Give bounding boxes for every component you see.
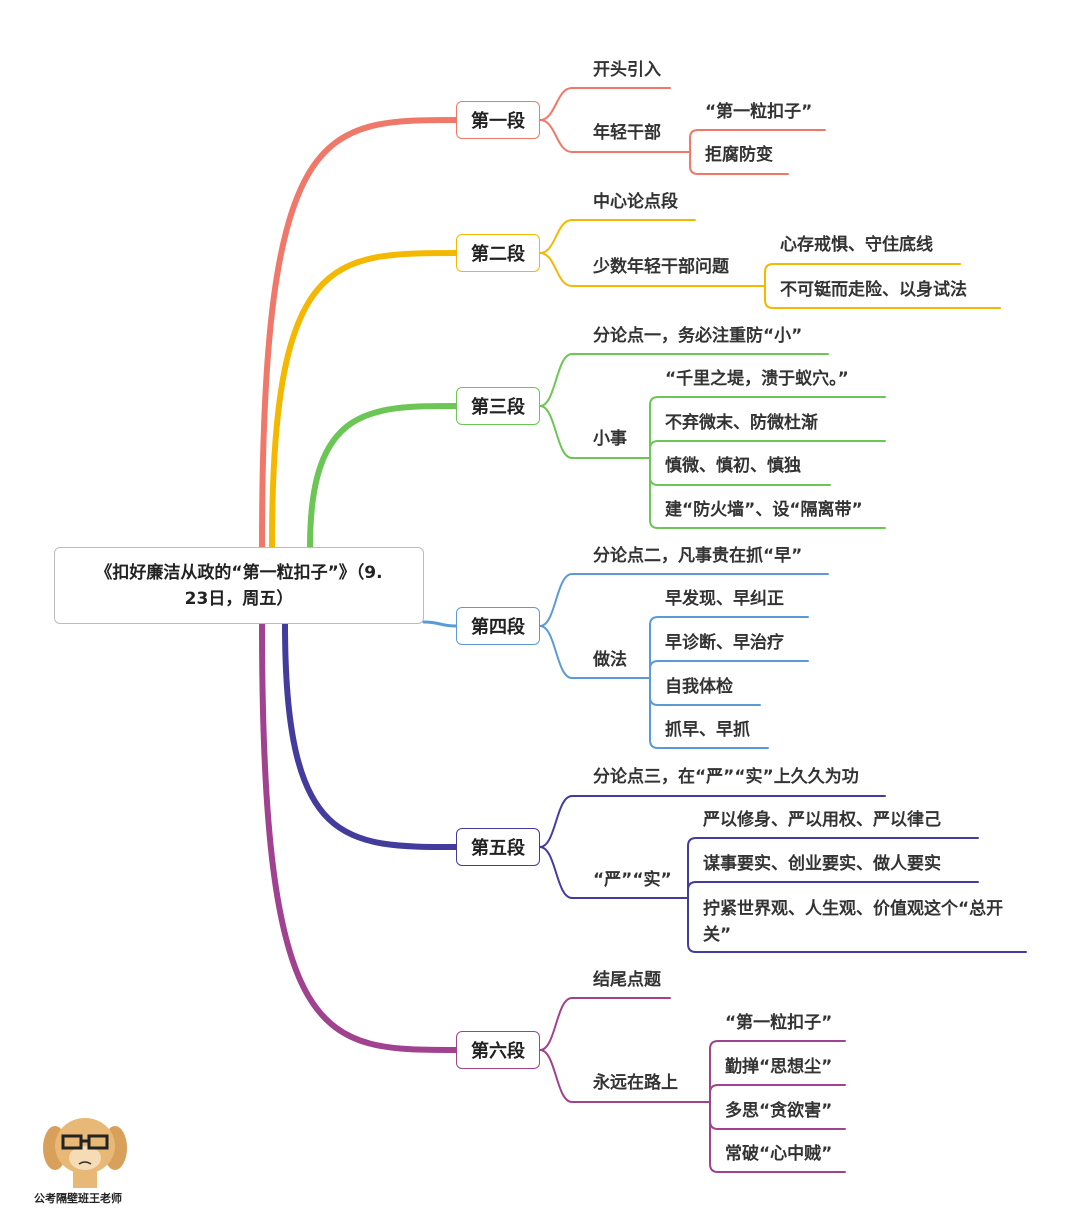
leaf-node[interactable]: 拒腐防变 bbox=[705, 145, 773, 165]
leaf-node[interactable]: 谋事要实、创业要实、做人要实 bbox=[703, 854, 941, 874]
branch-connector bbox=[269, 250, 459, 550]
subtopic-node[interactable]: 分论点二，凡事贵在抓“早” bbox=[593, 546, 803, 566]
subtopic-node[interactable]: 做法 bbox=[593, 650, 627, 670]
leaf-connector bbox=[649, 440, 886, 459]
subtopic-connector bbox=[539, 252, 766, 287]
leaf-connector bbox=[649, 457, 886, 529]
subtopic-node[interactable]: 分论点三，在“严”“实”上久久为功 bbox=[593, 767, 859, 787]
subtopic-connector bbox=[539, 573, 829, 627]
section-node-2[interactable]: 第二段 bbox=[456, 234, 540, 272]
leaf-node[interactable]: 早诊断、早治疗 bbox=[665, 633, 784, 653]
leaf-node[interactable]: 不可铤而走险、以身试法 bbox=[780, 280, 967, 300]
leaf-connector bbox=[764, 285, 1001, 309]
subtopic-node[interactable]: 小事 bbox=[593, 429, 627, 449]
leaf-node[interactable]: 心存戒惧、守住底线 bbox=[780, 235, 933, 255]
leaf-node[interactable]: 勤掸“思想尘” bbox=[725, 1057, 833, 1077]
subtopic-node[interactable]: “严”“实” bbox=[593, 870, 672, 890]
subtopic-node[interactable]: 中心论点段 bbox=[593, 192, 678, 212]
leaf-node[interactable]: 早发现、早纠正 bbox=[665, 589, 784, 609]
leaf-connector bbox=[687, 837, 979, 899]
watermark-text: 公考隔壁班王老师 bbox=[34, 1192, 122, 1205]
subtopic-connector bbox=[539, 87, 671, 121]
leaf-connector bbox=[764, 263, 961, 287]
leaf-connector bbox=[687, 897, 1027, 953]
leaf-node[interactable]: 不弃微末、防微杜渐 bbox=[665, 413, 818, 433]
section-node-5[interactable]: 第五段 bbox=[456, 828, 540, 866]
leaf-node[interactable]: 严以修身、严以用权、严以律己 bbox=[703, 810, 941, 830]
subtopic-connector bbox=[539, 405, 651, 459]
section-node-6[interactable]: 第六段 bbox=[456, 1031, 540, 1069]
leaf-node[interactable]: 建“防火墙”、设“隔离带” bbox=[665, 500, 863, 520]
subtopic-node[interactable]: 永远在路上 bbox=[593, 1073, 678, 1093]
subtopic-connector bbox=[539, 1049, 711, 1103]
leaf-node[interactable]: “第一粒扣子” bbox=[725, 1013, 833, 1033]
subtopic-node[interactable]: 年轻干部 bbox=[593, 123, 661, 143]
subtopic-node[interactable]: 分论点一，务必注重防“小” bbox=[593, 326, 803, 346]
leaf-node[interactable]: 拧紧世界观、人生观、价值观这个“总开关” bbox=[703, 899, 1004, 945]
section-node-1[interactable]: 第一段 bbox=[456, 101, 540, 139]
leaf-connector bbox=[689, 129, 826, 153]
leaf-node[interactable]: 常破“心中贼” bbox=[725, 1144, 833, 1164]
leaf-node[interactable]: 自我体检 bbox=[665, 677, 733, 697]
leaf-connector bbox=[689, 151, 789, 175]
leaf-connector bbox=[709, 1084, 846, 1103]
section-node-4[interactable]: 第四段 bbox=[456, 607, 540, 645]
leaf-node[interactable]: “第一粒扣子” bbox=[705, 102, 813, 122]
branch-connector bbox=[422, 620, 458, 628]
leaf-connector bbox=[709, 1040, 846, 1103]
leaf-node[interactable]: 多思“贪欲害” bbox=[725, 1101, 833, 1121]
branch-connector bbox=[259, 621, 459, 1053]
subtopic-node[interactable]: 开头引入 bbox=[593, 60, 661, 80]
branch-connector bbox=[307, 403, 459, 550]
subtopic-node[interactable]: 少数年轻干部问题 bbox=[593, 257, 729, 277]
branch-connector bbox=[259, 117, 459, 550]
leaf-connector bbox=[649, 660, 809, 679]
leaf-connector bbox=[649, 396, 886, 459]
subtopic-connector bbox=[539, 353, 829, 407]
leaf-connector bbox=[649, 677, 769, 749]
section-node-3[interactable]: 第三段 bbox=[456, 387, 540, 425]
root-title-line2: 23日，周五） bbox=[184, 588, 294, 609]
subtopic-connector bbox=[539, 219, 696, 254]
subtopic-connector bbox=[539, 846, 689, 899]
root-topic[interactable]: 《扣好廉洁从政的“第一粒扣子”》（9. 23日，周五） bbox=[54, 547, 424, 624]
leaf-connector bbox=[649, 616, 809, 679]
leaf-node[interactable]: “千里之堤，溃于蚁穴。” bbox=[665, 369, 849, 389]
branch-connector bbox=[282, 621, 459, 850]
subtopic-node[interactable]: 结尾点题 bbox=[593, 970, 661, 990]
root-title-line1: 《扣好廉洁从政的“第一粒扣子”》（9. bbox=[95, 562, 383, 583]
subtopic-connector bbox=[539, 997, 671, 1051]
watermark-dog-avatar bbox=[30, 1108, 140, 1192]
subtopic-connector bbox=[539, 625, 651, 679]
leaf-node[interactable]: 抓早、早抓 bbox=[665, 720, 750, 740]
leaf-connector bbox=[687, 881, 979, 899]
leaf-connector bbox=[709, 1101, 846, 1173]
subtopic-connector bbox=[539, 119, 691, 153]
leaf-node[interactable]: 慎微、慎初、慎独 bbox=[665, 456, 801, 476]
subtopic-connector bbox=[539, 795, 886, 848]
